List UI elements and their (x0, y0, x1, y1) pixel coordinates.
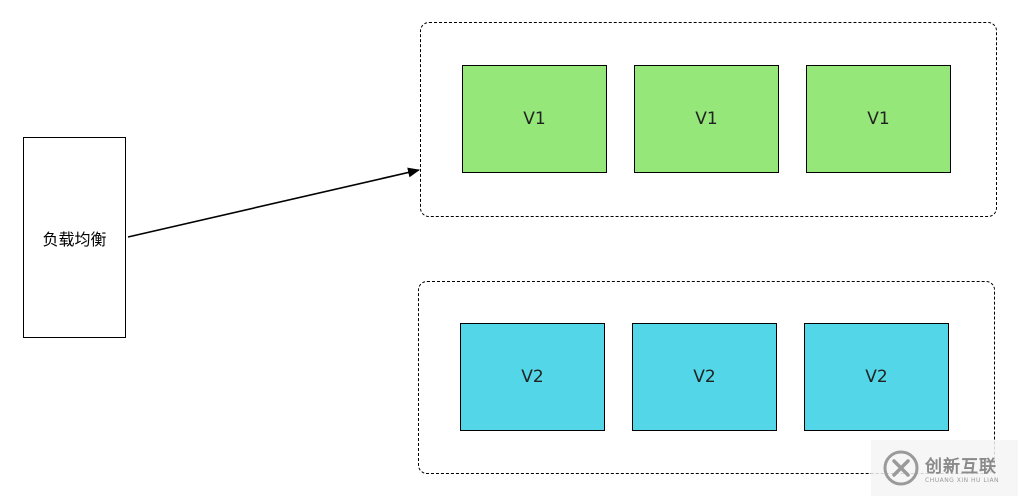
v2-node: V2 (804, 323, 949, 431)
v2-group-container (418, 281, 995, 474)
node-label: V2 (693, 367, 716, 387)
v2-node: V2 (460, 323, 605, 431)
arrow-lb-to-v1 (127, 167, 420, 238)
load-balancer-box: 负载均衡 (23, 137, 126, 338)
watermark-cn-text: 创新互联 (925, 457, 997, 477)
load-balancer-label: 负载均衡 (42, 229, 107, 249)
v1-group-container (420, 22, 997, 217)
node-label: V2 (521, 367, 544, 387)
v1-node: V1 (806, 65, 951, 173)
v1-node: V1 (634, 65, 779, 173)
watermark-logo-icon (883, 450, 919, 486)
v1-node: V1 (462, 65, 607, 173)
node-label: V1 (867, 109, 890, 129)
v2-node: V2 (632, 323, 777, 431)
watermark-en-text: CHUANG XIN HU LIAN (925, 477, 1000, 484)
watermark: 创新互联 CHUANG XIN HU LIAN (871, 440, 1018, 496)
node-label: V1 (523, 109, 546, 129)
node-label: V2 (865, 367, 888, 387)
node-label: V1 (695, 109, 718, 129)
